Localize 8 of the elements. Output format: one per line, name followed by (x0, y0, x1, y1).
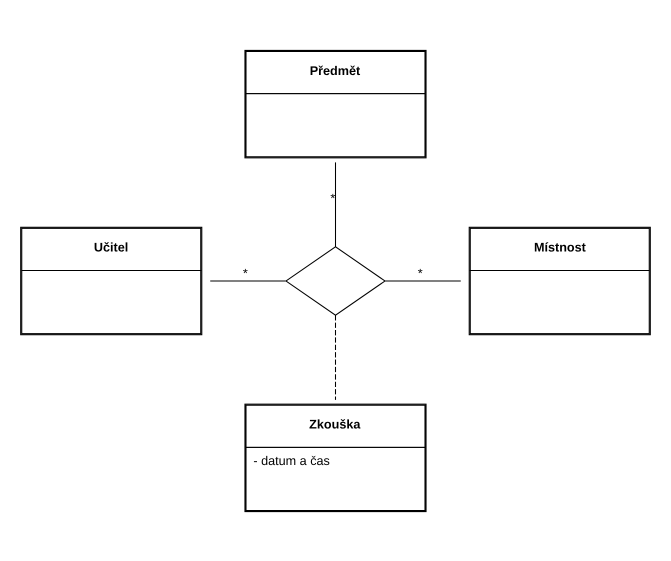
connector (210, 280, 286, 282)
node-diamond (285, 246, 386, 316)
edge-label: * (330, 190, 336, 205)
edge-label: * (418, 266, 423, 280)
connector (334, 162, 336, 246)
connector (385, 280, 461, 282)
edge-label: * (242, 266, 248, 280)
connector (334, 314, 336, 400)
